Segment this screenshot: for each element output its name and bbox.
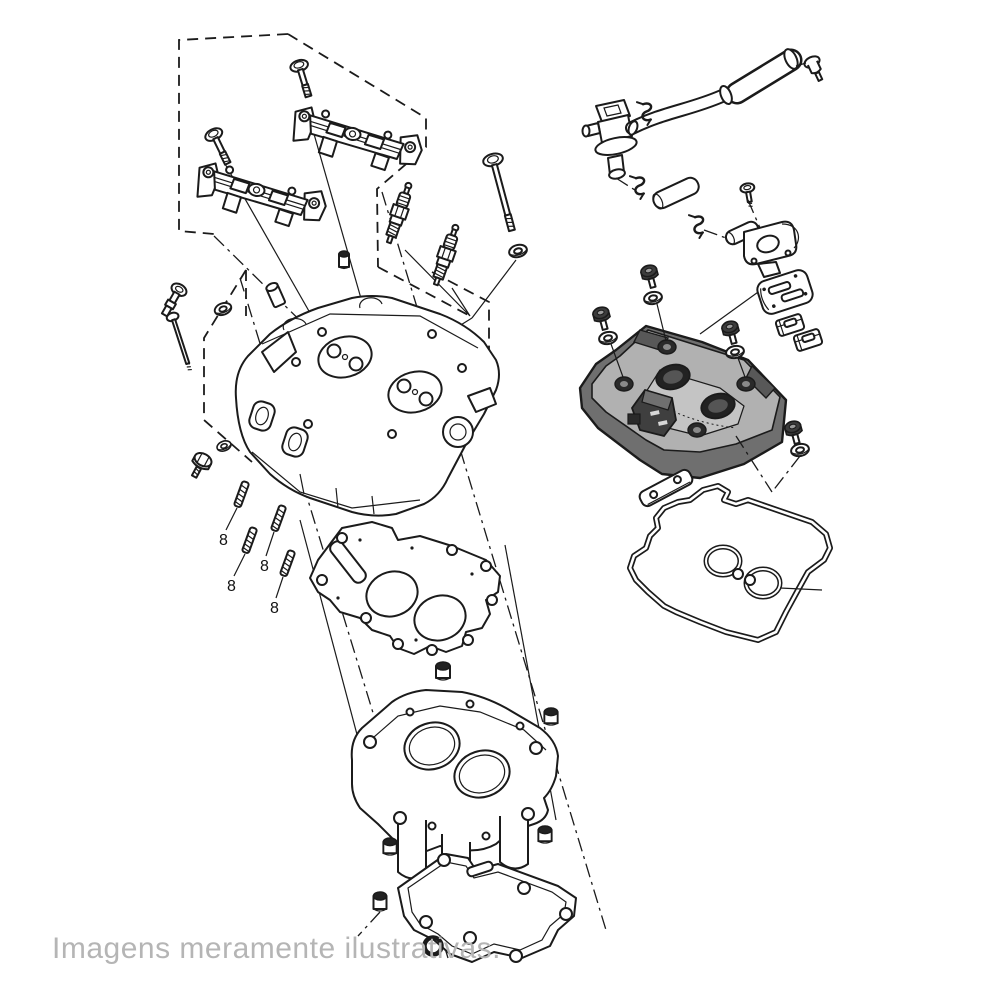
breather-hose-middle xyxy=(652,176,700,210)
fitting-bolt xyxy=(739,182,756,207)
cam-sensor xyxy=(627,388,677,438)
hose-cap-leader xyxy=(795,62,807,67)
callout-8-d: 8 xyxy=(270,600,279,617)
dowel-cap-1 xyxy=(265,281,286,309)
spark-plug-wells xyxy=(655,363,736,420)
wire-clamp-pair xyxy=(774,313,824,352)
breather-leaders xyxy=(615,177,773,335)
spark-plug-2 xyxy=(427,221,465,289)
rocker-bolt-1 xyxy=(202,124,237,169)
cover-bolt-recesses xyxy=(614,339,756,438)
breather-hose-upper xyxy=(625,48,803,136)
base-dowel-pin xyxy=(372,891,388,912)
slotted-plate xyxy=(756,269,814,315)
callout-8-c: 8 xyxy=(260,558,269,575)
dowel-cap-2 xyxy=(338,250,350,270)
hex-bolt-washer xyxy=(214,438,234,454)
cover-bolt-leaders xyxy=(610,303,801,493)
head-bolt-washer xyxy=(506,241,530,261)
shoulder-bolt-washer xyxy=(212,299,234,319)
callout-8-a: 8 xyxy=(219,532,228,549)
thin-long-bolt xyxy=(165,311,192,371)
pipe-fitting xyxy=(743,220,800,278)
cylinder-head-bolt xyxy=(482,152,516,233)
disclaimer-caption: Imagens meramente ilustrativas. xyxy=(52,932,502,965)
cylinder-base-gasket xyxy=(397,853,577,963)
bracket-plate xyxy=(638,468,694,508)
rocker-bolt-2 xyxy=(287,56,319,101)
valve-cover-gasket xyxy=(627,483,833,643)
cylinder-studs xyxy=(225,479,297,599)
base-o-ring xyxy=(357,911,444,957)
rocker-arm-assembly-1 xyxy=(191,159,331,233)
cylinder-block xyxy=(350,689,559,896)
air-induction-valve xyxy=(581,99,638,180)
gasket-plug-rings xyxy=(703,544,823,600)
spark-plug-1 xyxy=(380,179,418,247)
valve-cover xyxy=(578,324,788,480)
hex-bolt-lower-left xyxy=(190,451,213,479)
hose-end-screw xyxy=(803,55,824,82)
callout-8-b: 8 xyxy=(227,578,236,595)
cylinder-head xyxy=(234,295,500,517)
head-gasket xyxy=(309,521,501,656)
shoulder-bolt xyxy=(160,282,188,318)
